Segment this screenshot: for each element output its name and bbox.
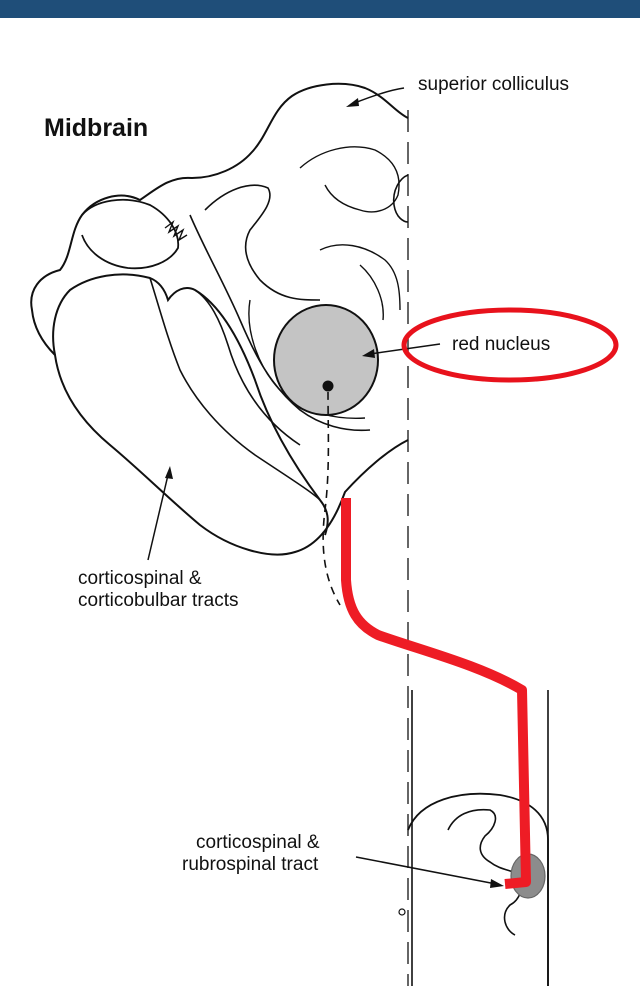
peduncle-outline xyxy=(52,273,329,536)
red-nucleus-shape xyxy=(273,304,379,416)
zigzag xyxy=(164,219,188,242)
aqueduct-outline xyxy=(392,174,409,223)
top-bar xyxy=(0,0,640,18)
tegmentum-curve-5 xyxy=(359,264,384,321)
midbrain-outline xyxy=(30,82,409,556)
arrow-superior-colliculus-head xyxy=(346,98,359,107)
peduncle-inner xyxy=(149,277,321,501)
arrow-corticospinal xyxy=(147,474,169,561)
red-nucleus-dot xyxy=(322,380,334,392)
arrow-spinal-tract-head xyxy=(490,879,504,888)
arrow-spinal-tract xyxy=(355,856,497,885)
upper-lobe xyxy=(81,198,180,270)
tegmentum-curve-2 xyxy=(204,184,321,301)
label-corticospinal-corticobulbar-1: corticospinal & xyxy=(78,568,202,589)
label-corticospinal-rubrospinal-1: corticospinal & xyxy=(196,832,320,853)
red-nucleus-highlight-oval xyxy=(401,307,619,383)
spinal-cord-section xyxy=(407,792,549,986)
label-red-nucleus: red nucleus xyxy=(452,334,551,355)
label-corticospinal-corticobulbar-2: corticobulbar tracts xyxy=(78,590,239,611)
spinal-small-circle xyxy=(398,908,406,916)
tegmentum-curve-3 xyxy=(299,146,400,213)
corticospinal-pathway xyxy=(341,498,531,889)
spinal-gray-matter xyxy=(447,808,523,936)
label-corticospinal-rubrospinal-2: rubrospinal tract xyxy=(182,854,319,875)
tegmentum-curve-4 xyxy=(319,244,401,311)
label-superior-colliculus: superior colliculus xyxy=(418,74,570,95)
arrow-corticospinal-head xyxy=(165,466,173,479)
peduncle-inner-2 xyxy=(194,289,301,446)
rubrospinal-dashed xyxy=(322,391,341,606)
arrow-red-nucleus-head xyxy=(362,349,375,358)
diagram-title: Midbrain xyxy=(44,114,149,142)
